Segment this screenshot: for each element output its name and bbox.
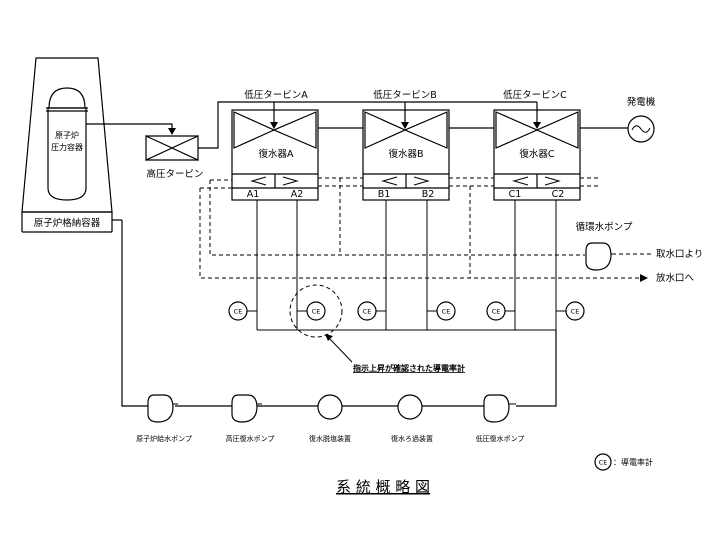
hp-turbine-label: 高圧タービン [146,168,203,180]
callout: 指示上昇が確認された導電率計 [325,334,465,373]
ce-meter-c1: CE [492,308,501,316]
diagram-title: 系 統 概 略 図 [336,478,430,496]
arrow-head [168,128,176,135]
ce-meter-b1: CE [363,308,372,316]
legend-symbol: CE [599,459,608,467]
ce-meter-a1: CE [234,308,243,316]
hp-turbine: 高圧タービン [145,135,204,180]
filter-label: 復水ろ過装置 [391,434,433,443]
section-a2-label: A2 [291,189,304,200]
hp-condensate-pump [231,394,262,423]
highlight-circle [289,284,343,338]
lp-turbine-a-label: 低圧タービンA [244,89,308,101]
circ-pump-label: 循環水ポンプ [576,221,633,233]
section-a1-label: A1 [247,189,260,200]
hp-cond-pump-label: 高圧復水ポンプ [226,434,275,443]
section-b2-label: B2 [422,189,435,200]
lp-turbine-b-label: 低圧タービンB [373,89,437,101]
reactor-feed-pump [147,394,178,423]
condenser-b: 復水器B B1 B2 [362,109,450,201]
reactor-containment: 原子炉格納容器 [21,57,113,233]
demineralizer-unit [317,394,343,420]
demineralizer-label: 復水脱塩装置 [309,434,351,443]
section-c2-label: C2 [552,189,565,200]
callout-label: 指示上昇が確認された導電率計 [353,363,465,373]
circulating-water-lines [199,177,652,282]
containment-label: 原子炉格納容器 [34,217,101,229]
section-b1-label: B1 [378,189,391,200]
filter-unit [397,394,423,420]
condenser-c: 復水器C C1 C2 [493,109,581,201]
feedwater-train: 原子炉給水ポンプ 高圧復水ポンプ 復水脱塩装置 復水ろ過装置 低圧復水ポンプ [112,219,525,443]
condensate-drain-lines [256,200,557,407]
circulating-water-pump: 循環水ポンプ [576,221,633,271]
ce-meter-c2: CE [571,308,580,316]
main-steam-line [86,123,173,131]
reactor-label-line1: 原子炉 [55,130,79,140]
lp-turbine-c-label: 低圧タービンC [503,89,567,101]
section-c1-label: C1 [509,189,522,200]
intake-label: 取水口より [656,248,703,260]
lp-condensate-pump [483,394,516,423]
feed-pump-label: 原子炉給水ポンプ [136,434,192,443]
conductivity-meters: CE CE CE CE CE CE [228,284,585,338]
reactor-label-line2: 圧力容器 [51,142,83,152]
reactor-pressure-vessel: 原子炉 圧力容器 [46,87,88,201]
legend-text: ：導電率計 [613,457,653,467]
condenser-b-label: 復水器B [388,148,423,160]
condenser-a-label: 復水器A [259,148,295,160]
legend: CE ：導電率計 [594,453,653,471]
condenser-a: 復水器A A1 A2 [231,109,319,201]
ce-meter-a2: CE [312,308,321,316]
condenser-c-label: 復水器C [519,148,555,160]
discharge-label: 放水口へ [656,272,695,284]
crossover-pipe [198,101,537,149]
ce-meter-b2: CE [442,308,451,316]
generator: 発電機 [627,96,656,143]
lp-cond-pump-label: 低圧復水ポンプ [476,434,525,443]
generator-label: 発電機 [627,96,656,108]
